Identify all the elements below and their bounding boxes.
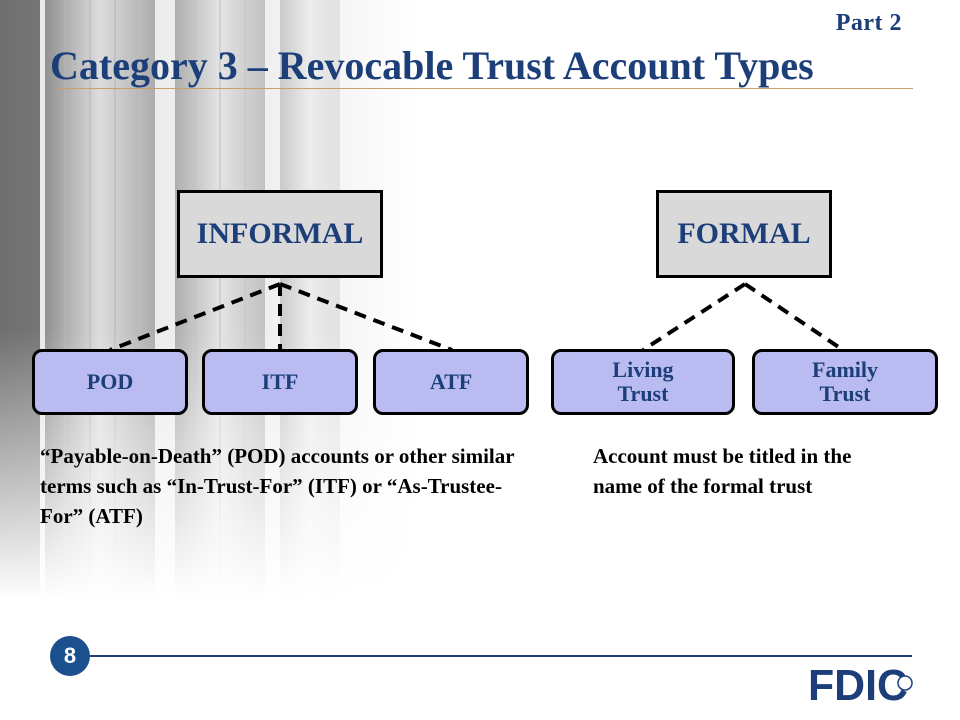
title-underline [55, 88, 913, 89]
page-number-badge: 8 [50, 636, 90, 676]
connector-informal-pod [109, 282, 281, 352]
background-columns-image [0, 0, 420, 600]
itf-label: ITF [261, 369, 299, 394]
page-number: 8 [63, 643, 77, 668]
informal-label: INFORMAL [196, 217, 364, 250]
atf-box: ATF [373, 349, 529, 415]
slide-title: Category 3 – Revocable Trust Account Typ… [50, 43, 814, 88]
connector-formal-family [743, 282, 845, 352]
informal-category-box: INFORMAL [177, 190, 383, 278]
connector-formal-living [641, 282, 747, 352]
part-label: Part 2 [835, 10, 902, 36]
informal-description: “Payable-on-Death” (POD) accounts or oth… [40, 444, 515, 528]
svg-text:FDIC: FDIC [808, 662, 908, 704]
living-trust-label: Living Trust [612, 357, 674, 406]
atf-label: ATF [429, 369, 473, 394]
formal-category-box: FORMAL [656, 190, 832, 278]
connector-informal-atf [279, 282, 453, 352]
footer-rule [90, 655, 912, 657]
formal-description: Account must be titled in the name of th… [593, 444, 852, 498]
family-trust-label: Family Trust [812, 357, 878, 406]
living-trust-box: Living Trust [551, 349, 735, 415]
family-trust-box: Family Trust [752, 349, 938, 415]
itf-box: ITF [202, 349, 358, 415]
pod-label: POD [86, 369, 134, 394]
formal-label: FORMAL [677, 217, 811, 250]
fdic-logo: FDIC [808, 662, 913, 704]
pod-box: POD [32, 349, 188, 415]
